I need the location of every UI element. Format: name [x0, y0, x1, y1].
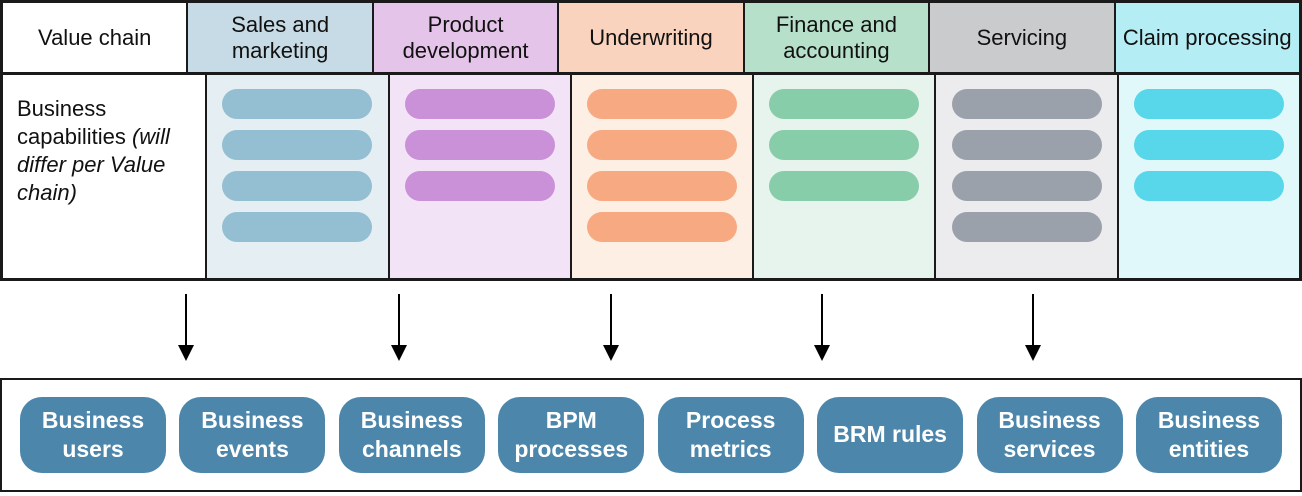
arrow-zone: [0, 281, 1302, 378]
column-capabilities-underwriting: [569, 75, 753, 278]
body-row: Business capabilities (will differ per V…: [3, 75, 1299, 278]
capability-bar: [222, 212, 373, 242]
bpm-element-business-entities: Business entities: [1135, 397, 1282, 473]
header-row: Value chain Sales and marketing Product d…: [3, 3, 1299, 75]
down-arrow: [391, 294, 408, 361]
capability-bar: [586, 130, 737, 160]
column-header-label: Finance and accounting: [775, 11, 897, 63]
bpm-element-brm-rules: BRM rules: [817, 397, 964, 473]
capability-bar: [404, 89, 555, 119]
column-header-label: Product development: [402, 11, 529, 63]
column-header-label: Underwriting: [589, 24, 713, 50]
value-chain-label: Value chain: [38, 24, 152, 50]
column-capabilities-sales-and-marketing: [205, 75, 388, 278]
capability-bar: [586, 212, 737, 242]
column-capabilities-servicing: [934, 75, 1117, 278]
capability-bar: [222, 130, 373, 160]
bpm-element-business-channels: Business channels: [338, 397, 485, 473]
arrow-head: [813, 345, 830, 361]
capability-bar: [586, 171, 737, 201]
bpm-element-business-users: Business users: [20, 397, 166, 473]
bpm-element-bpm-processes: BPM processes: [498, 397, 645, 473]
arrow-head: [391, 345, 408, 361]
capability-bar: [586, 89, 737, 119]
bpm-element-business-events: Business events: [179, 397, 326, 473]
capability-bar: [404, 171, 555, 201]
value-chain-header-cell: Value chain: [3, 3, 187, 72]
arrow-line: [609, 294, 613, 346]
capabilities-cell: Business capabilities (will differ per V…: [3, 75, 206, 278]
arrow-line: [397, 294, 401, 346]
column-header-servicing: Servicing: [928, 3, 1114, 72]
column-header-claim-processing: Claim processing: [1113, 3, 1299, 72]
capability-bar: [769, 130, 920, 160]
column-capabilities-product-development: [387, 75, 570, 278]
capability-bar: [951, 130, 1102, 160]
capability-bar: [951, 171, 1102, 201]
capability-bar: [1133, 89, 1284, 119]
column-header-product-development: Product development: [371, 3, 558, 72]
capability-bar: [222, 171, 373, 201]
column-header-finance-and-accounting: Finance and accounting: [742, 3, 929, 72]
capability-bar: [1133, 171, 1284, 201]
capability-bar: [404, 130, 555, 160]
down-arrow: [178, 294, 195, 361]
capability-bar: [769, 89, 920, 119]
column-header-label: Servicing: [976, 24, 1068, 50]
down-arrow: [603, 294, 620, 361]
capability-bar: [951, 212, 1102, 242]
column-capabilities-claim-processing: [1116, 75, 1299, 278]
down-arrow: [813, 294, 830, 361]
arrow-head: [1025, 345, 1041, 361]
arrow-line: [1031, 294, 1035, 346]
arrow-head: [178, 345, 195, 361]
capability-bar: [222, 89, 373, 119]
column-header-label: Sales and marketing: [231, 11, 330, 63]
value-chain-table: Value chain Sales and marketing Product d…: [0, 0, 1302, 281]
column-header-underwriting: Underwriting: [557, 3, 743, 72]
column-capabilities-finance-and-accounting: [752, 75, 935, 278]
capabilities-note: (will differ per Value chain): [17, 123, 170, 205]
capabilities-title: Business capabilities: [17, 96, 126, 149]
arrow-line: [820, 294, 824, 346]
down-arrow: [1025, 294, 1041, 361]
arrow-head: [603, 345, 620, 361]
column-header-label: Claim processing: [1122, 24, 1292, 50]
column-header-sales-and-marketing: Sales and marketing: [186, 3, 372, 72]
capability-bar: [769, 171, 920, 201]
bpm-element-business-services: Business services: [976, 397, 1123, 473]
capability-bar: [1133, 130, 1284, 160]
capability-bar: [951, 89, 1102, 119]
arrow-line: [184, 294, 188, 346]
bpm-element-process-metrics: Process metrics: [657, 397, 804, 473]
